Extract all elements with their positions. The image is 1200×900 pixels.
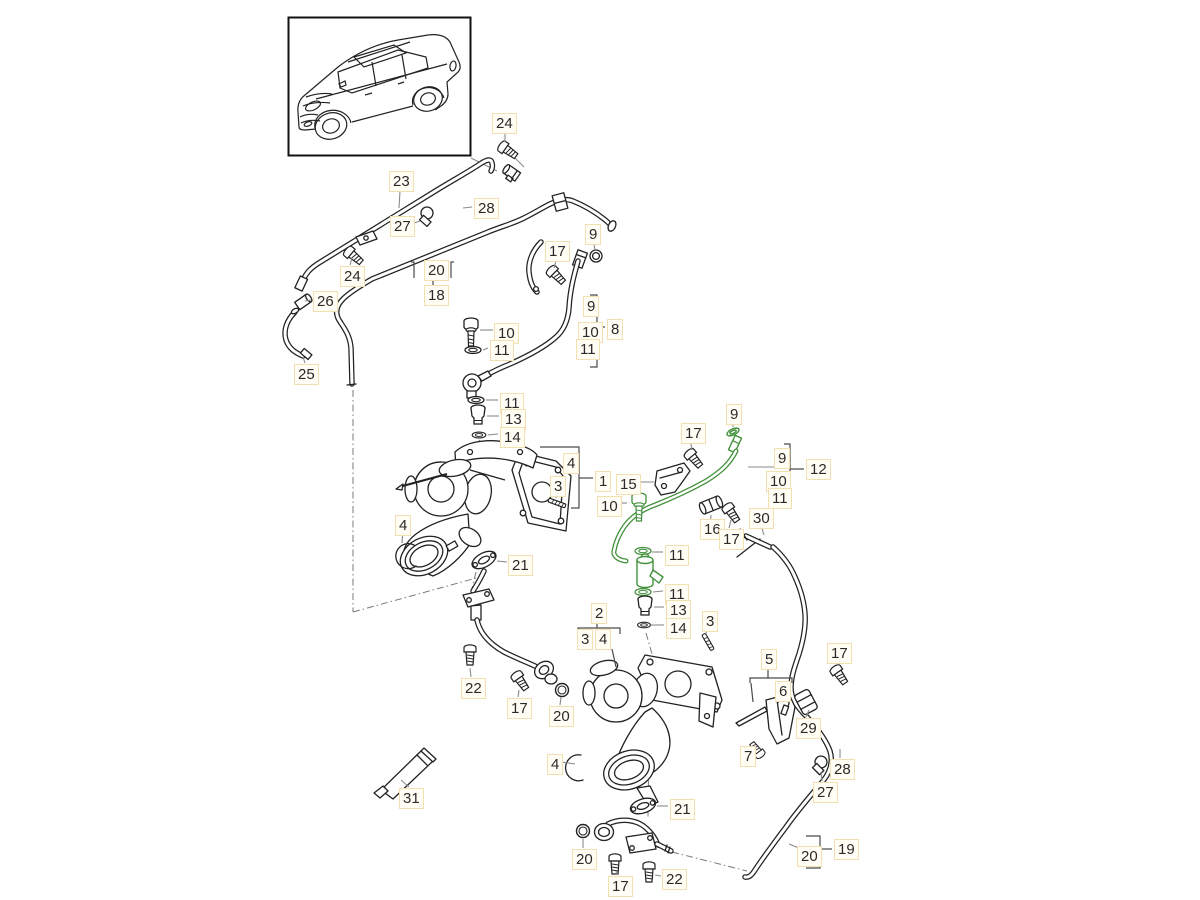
oil-supply-pipe-8 <box>478 249 589 382</box>
part-label-4[interactable]: 4 <box>395 515 412 536</box>
part-label-25[interactable]: 25 <box>294 364 319 385</box>
part-label-11[interactable]: 11 <box>665 584 689 605</box>
part-label-14[interactable]: 14 <box>500 427 525 448</box>
vent-pipe-23 <box>294 157 496 292</box>
part-label-22[interactable]: 22 <box>662 869 687 890</box>
sealant-tube-31-icon <box>373 747 437 800</box>
part-label-11[interactable]: 11 <box>490 340 514 361</box>
car-box-frame <box>287 16 472 157</box>
part-label-27[interactable]: 27 <box>813 782 838 803</box>
part-label-27[interactable]: 27 <box>390 216 415 237</box>
part-label-10[interactable]: 10 <box>597 496 622 517</box>
part-label-11[interactable]: 11 <box>665 545 689 566</box>
part-label-16[interactable]: 16 <box>700 519 725 540</box>
banjo-fitting-12-icon <box>636 553 664 589</box>
clamp-27-icon <box>811 755 828 776</box>
part-label-10[interactable]: 10 <box>494 323 519 344</box>
part-label-9[interactable]: 9 <box>774 448 791 469</box>
part-label-23[interactable]: 23 <box>389 171 414 192</box>
part-label-14[interactable]: 14 <box>666 618 691 639</box>
part-label-4[interactable]: 4 <box>563 453 580 474</box>
retaining-clip-4-icon <box>395 542 417 570</box>
part-label-20[interactable]: 20 <box>549 706 574 727</box>
part-label-9[interactable]: 9 <box>726 404 743 425</box>
breather-pipe-29-19 <box>742 544 835 880</box>
part-label-12[interactable]: 12 <box>806 459 831 480</box>
part-label-5[interactable]: 5 <box>761 649 778 670</box>
gasket-21-icon <box>471 550 497 570</box>
elbow-fitting-26 <box>294 293 313 311</box>
union-24-icon <box>502 164 522 183</box>
part-label-20[interactable]: 20 <box>424 260 449 281</box>
part-label-17[interactable]: 17 <box>545 241 570 262</box>
part-label-24[interactable]: 24 <box>492 113 517 134</box>
hose-25 <box>282 307 313 361</box>
part-label-13[interactable]: 13 <box>501 409 526 430</box>
part-label-10[interactable]: 10 <box>766 471 791 492</box>
part-label-29[interactable]: 29 <box>796 718 821 739</box>
part-label-20[interactable]: 20 <box>797 846 822 867</box>
part-label-13[interactable]: 13 <box>666 600 691 621</box>
part-label-11[interactable]: 11 <box>768 488 792 509</box>
part-label-3[interactable]: 3 <box>550 476 567 497</box>
turbocharger-1 <box>395 440 572 577</box>
oil-return-pipe-2 <box>593 797 674 854</box>
sealing-ring-9-icon <box>726 427 740 437</box>
clamp-27-icon <box>418 206 434 228</box>
gasket-21-icon <box>629 797 657 815</box>
banjo-fitting-icon <box>462 370 492 399</box>
car-thumbnail <box>287 16 472 157</box>
part-label-4[interactable]: 4 <box>547 754 564 775</box>
part-label-22[interactable]: 22 <box>461 678 486 699</box>
part-label-28[interactable]: 28 <box>474 198 499 219</box>
part-label-6[interactable]: 6 <box>775 681 792 702</box>
bracket-15-icon <box>654 462 691 496</box>
part-label-30[interactable]: 30 <box>749 508 774 529</box>
part-label-21[interactable]: 21 <box>508 555 533 576</box>
part-label-26[interactable]: 26 <box>313 291 338 312</box>
part-label-17[interactable]: 17 <box>719 529 744 550</box>
part-label-31[interactable]: 31 <box>399 788 424 809</box>
part-label-9[interactable]: 9 <box>583 296 600 317</box>
part-label-3[interactable]: 3 <box>702 611 719 632</box>
sealing-ring-9-icon <box>589 249 603 263</box>
part-label-20[interactable]: 20 <box>572 849 597 870</box>
retaining-clip-4-icon <box>564 754 584 782</box>
part-label-17[interactable]: 17 <box>827 643 852 664</box>
oil-return-pipe-1 <box>462 568 558 685</box>
part-label-19[interactable]: 19 <box>834 839 859 860</box>
turbocharger-2 <box>582 654 723 807</box>
part-label-17[interactable]: 17 <box>681 423 706 444</box>
part-label-10[interactable]: 10 <box>578 322 603 343</box>
union-16-icon <box>698 495 724 515</box>
vent-pipe-18 <box>333 192 617 387</box>
part-label-17[interactable]: 17 <box>608 876 633 897</box>
part-label-24[interactable]: 24 <box>340 266 365 287</box>
part-label-28[interactable]: 28 <box>830 759 855 780</box>
part-label-21[interactable]: 21 <box>670 799 695 820</box>
part-label-9[interactable]: 9 <box>585 224 602 245</box>
part-label-11[interactable]: 11 <box>500 393 524 414</box>
part-label-15[interactable]: 15 <box>616 474 641 495</box>
part-label-3[interactable]: 3 <box>577 629 594 650</box>
part-label-4[interactable]: 4 <box>595 629 612 650</box>
part-label-8[interactable]: 8 <box>607 319 624 340</box>
part-label-2[interactable]: 2 <box>591 603 608 624</box>
part-label-18[interactable]: 18 <box>424 285 449 306</box>
part-label-11[interactable]: 11 <box>576 339 600 360</box>
part-label-1[interactable]: 1 <box>595 471 612 492</box>
part-label-17[interactable]: 17 <box>507 698 532 719</box>
part-label-7[interactable]: 7 <box>740 746 757 767</box>
